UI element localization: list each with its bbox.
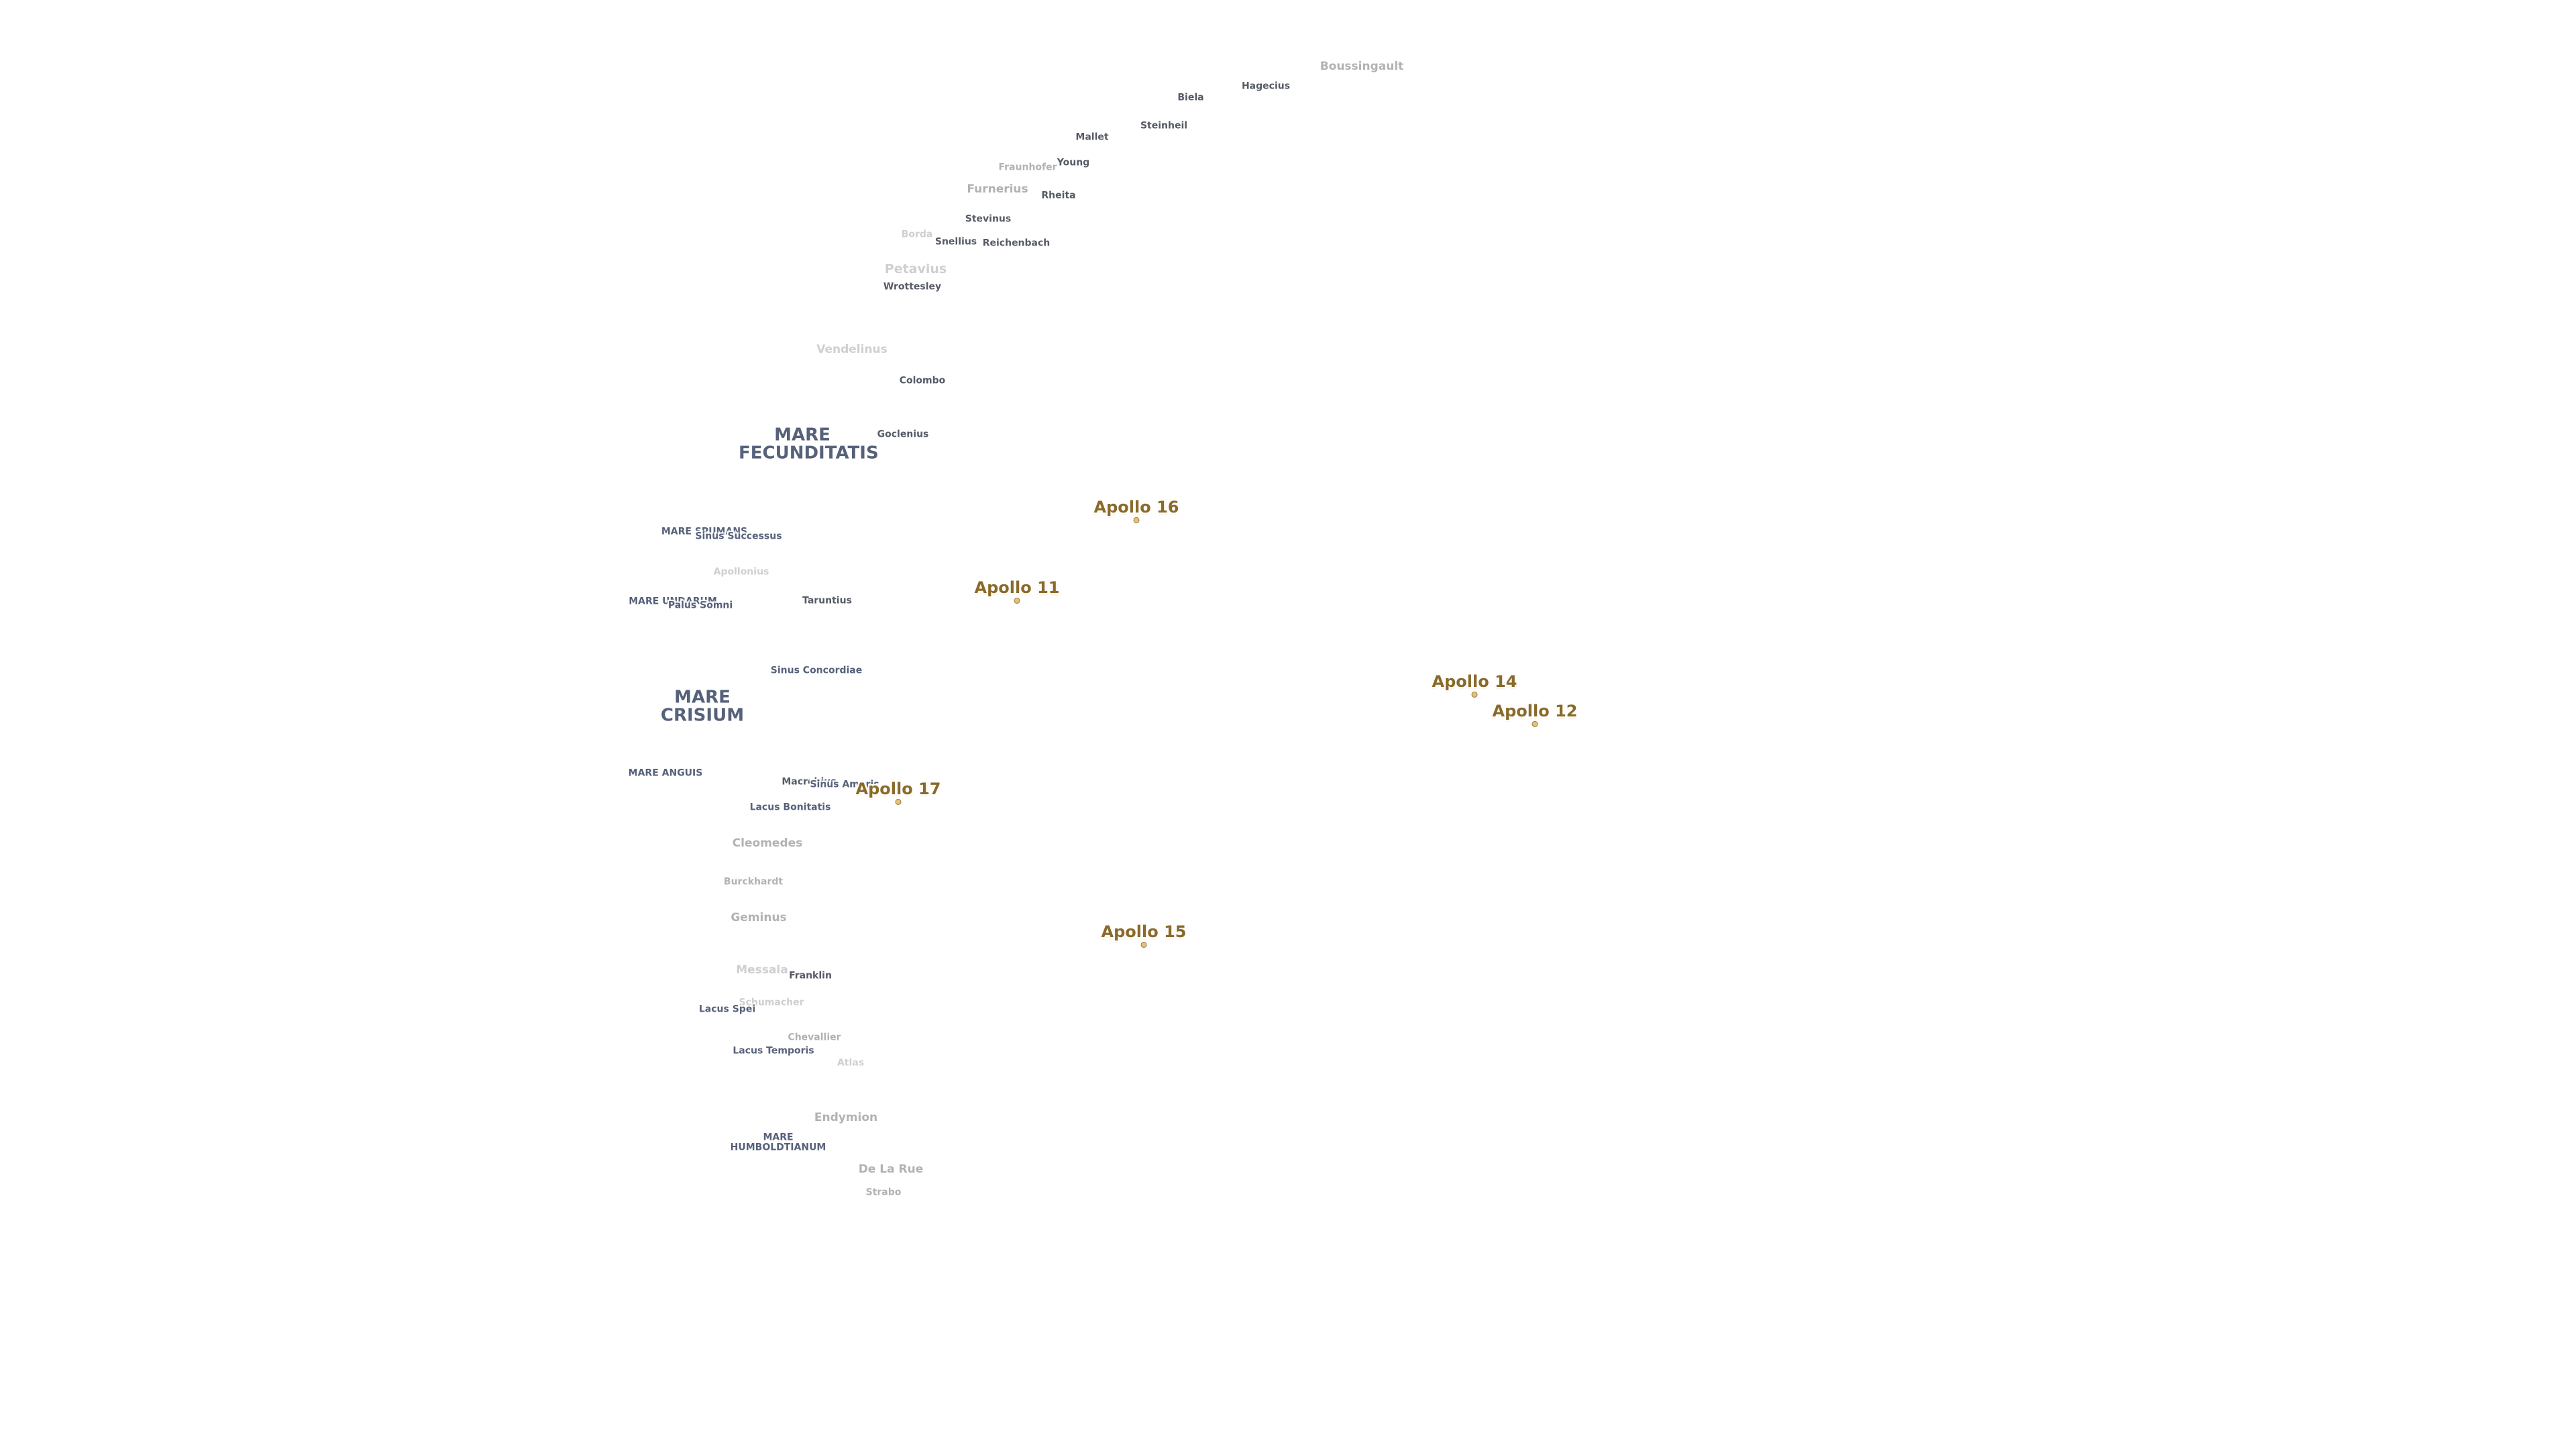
crater-label-young[interactable]: Young bbox=[1057, 157, 1090, 168]
apollo-site-label: Apollo 16 bbox=[1093, 497, 1179, 517]
crater-label-goclenius[interactable]: Goclenius bbox=[877, 429, 929, 440]
crater-label-franklin[interactable]: Franklin bbox=[789, 970, 832, 981]
landing-site-marker-icon bbox=[1140, 942, 1147, 949]
crater-label-rheita[interactable]: Rheita bbox=[1041, 190, 1076, 201]
apollo-site-label: Apollo 12 bbox=[1492, 701, 1578, 720]
crater-label-geminus[interactable]: Geminus bbox=[731, 911, 787, 925]
landing-site-marker-icon bbox=[1133, 517, 1140, 524]
crater-label-de-la-rue[interactable]: De La Rue bbox=[858, 1163, 924, 1177]
mare-label-mare-spumans[interactable]: MARE SPUMANS bbox=[661, 526, 748, 537]
crater-label-chevallier[interactable]: Chevallier bbox=[788, 1032, 841, 1043]
mare-label-lacus-spei[interactable]: Lacus Spei bbox=[698, 1004, 756, 1015]
apollo-site-apollo-16[interactable]: Apollo 16 bbox=[1093, 497, 1179, 524]
crater-label-petavius[interactable]: Petavius bbox=[884, 262, 947, 277]
crater-label-schumacher[interactable]: Schumacher bbox=[739, 997, 804, 1008]
crater-label-snellius[interactable]: Snellius bbox=[934, 236, 977, 248]
crater-label-taruntius[interactable]: Taruntius bbox=[802, 595, 852, 606]
mare-label-sinus-concordiae[interactable]: Sinus Concordiae bbox=[770, 665, 863, 676]
crater-label-hagecius[interactable]: Hagecius bbox=[1241, 80, 1291, 92]
apollo-site-label: Apollo 15 bbox=[1101, 922, 1187, 941]
mare-label-mare-undarum[interactable]: MARE UNDARUM bbox=[629, 596, 717, 607]
apollo-site-label: Apollo 14 bbox=[1432, 672, 1517, 691]
landing-site-marker-icon bbox=[1532, 721, 1538, 728]
apollo-site-apollo-12[interactable]: Apollo 12 bbox=[1492, 701, 1578, 728]
crater-label-atlas[interactable]: Atlas bbox=[837, 1057, 865, 1069]
apollo-site-label: Apollo 17 bbox=[855, 779, 941, 798]
crater-label-colombo[interactable]: Colombo bbox=[899, 375, 946, 386]
mare-label-sinus-amoris[interactable]: Sinus Amoris bbox=[810, 779, 879, 790]
crater-label-borda[interactable]: Borda bbox=[901, 229, 933, 240]
crater-label-burckhardt[interactable]: Burckhardt bbox=[723, 876, 784, 888]
crater-label-strabo[interactable]: Strabo bbox=[865, 1187, 902, 1198]
mare-label-mare-crisium[interactable]: MARE CRISIUM bbox=[660, 687, 745, 726]
mare-label-mare-humboldtianum[interactable]: MARE HUMBOLDTIANUM bbox=[730, 1132, 826, 1152]
mare-label-lacus-temporis[interactable]: Lacus Temporis bbox=[733, 1045, 814, 1057]
crater-label-cleomedes[interactable]: Cleomedes bbox=[732, 837, 803, 851]
crater-label-macrobius[interactable]: Macrobius bbox=[782, 776, 837, 788]
mare-label-mare-fecunditatis[interactable]: MARE FECUNDITATIS bbox=[739, 425, 879, 464]
mare-label-palus-somni[interactable]: Palus Somni bbox=[667, 600, 733, 611]
mare-label-mare-anguis[interactable]: MARE ANGUIS bbox=[628, 767, 703, 779]
crater-label-mallet[interactable]: Mallet bbox=[1075, 131, 1109, 143]
mare-label-lacus-bonitatis[interactable]: Lacus Bonitatis bbox=[749, 802, 831, 813]
crater-label-stevinus[interactable]: Stevinus bbox=[965, 213, 1012, 225]
landing-site-marker-icon bbox=[1471, 692, 1478, 698]
crater-label-steinheil[interactable]: Steinheil bbox=[1140, 120, 1188, 131]
crater-label-apollonius[interactable]: Apollonius bbox=[713, 566, 769, 578]
crater-label-boussingault[interactable]: Boussingault bbox=[1320, 60, 1404, 74]
mare-label-sinus-successus[interactable]: Sinus Successus bbox=[695, 531, 782, 542]
crater-label-biela[interactable]: Biela bbox=[1177, 92, 1204, 103]
apollo-site-label: Apollo 11 bbox=[974, 578, 1060, 597]
apollo-site-apollo-15[interactable]: Apollo 15 bbox=[1101, 922, 1187, 949]
apollo-site-apollo-14[interactable]: Apollo 14 bbox=[1432, 672, 1517, 698]
crater-label-fraunhofer[interactable]: Fraunhofer bbox=[998, 162, 1057, 173]
apollo-site-apollo-17[interactable]: Apollo 17 bbox=[855, 779, 941, 806]
crater-label-vendelinus[interactable]: Vendelinus bbox=[816, 343, 888, 357]
landing-site-marker-icon bbox=[1014, 598, 1020, 604]
landing-site-marker-icon bbox=[895, 799, 902, 806]
apollo-site-apollo-11[interactable]: Apollo 11 bbox=[974, 578, 1060, 604]
crater-label-messala[interactable]: Messala bbox=[736, 963, 788, 977]
crater-label-reichenbach[interactable]: Reichenbach bbox=[982, 237, 1051, 249]
crater-label-wrottesley[interactable]: Wrottesley bbox=[883, 281, 942, 292]
crater-label-furnerius[interactable]: Furnerius bbox=[967, 182, 1028, 197]
crater-label-endymion[interactable]: Endymion bbox=[814, 1111, 878, 1125]
